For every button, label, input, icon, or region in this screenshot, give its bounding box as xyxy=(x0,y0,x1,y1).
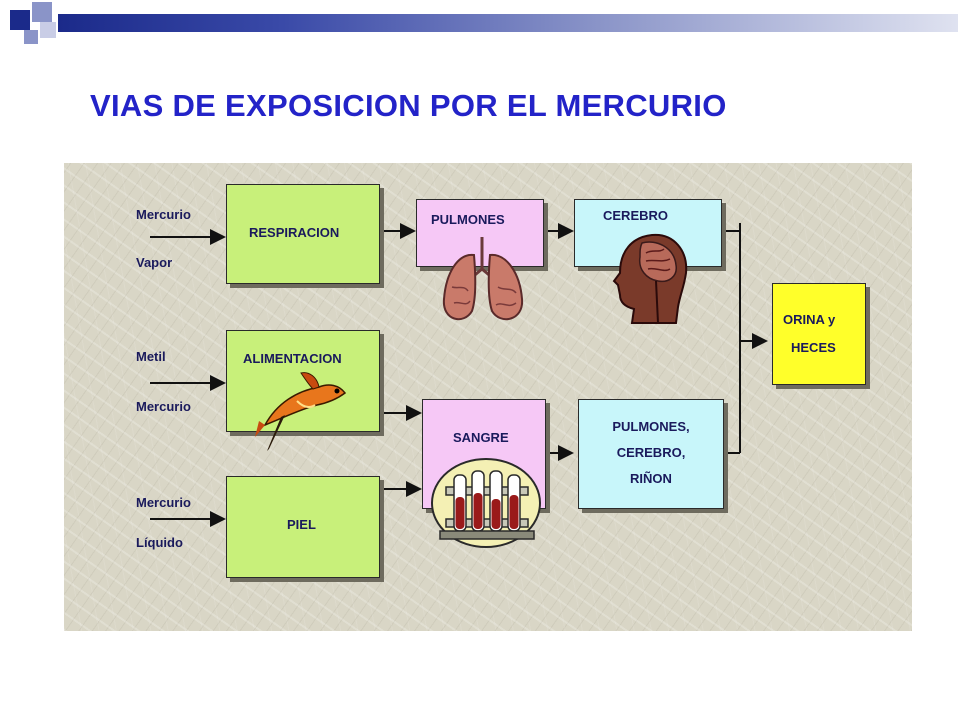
fish-icon xyxy=(255,372,347,451)
corner-square-dark xyxy=(40,22,56,38)
output-box: ORINA y HECES xyxy=(772,283,866,385)
alimentacion-box: ALIMENTACION xyxy=(226,330,380,451)
output-line2: HECES xyxy=(791,340,836,355)
multi-organ-box: PULMONES, CEREBRO, RIÑON xyxy=(578,399,724,509)
header-bar xyxy=(58,14,958,32)
corner-square-small xyxy=(24,30,38,44)
output-line1: ORINA y xyxy=(783,312,836,327)
multi-organ-line3: RIÑON xyxy=(630,471,672,486)
multi-organ-line2: CEREBRO, xyxy=(616,445,686,460)
respiracion-box: RESPIRACION xyxy=(226,184,380,284)
input-label-3a: Mercurio xyxy=(136,495,191,510)
diagram-panel: Mercurio Vapor Metil Mercurio Mercurio L… xyxy=(64,163,912,631)
input-label-1a: Mercurio xyxy=(136,207,191,222)
input-label-1b: Vapor xyxy=(136,255,173,270)
multi-organ-line1: PULMONES, xyxy=(612,419,690,434)
respiracion-label: RESPIRACION xyxy=(249,225,340,240)
head-brain-icon xyxy=(612,233,688,324)
corner-square-large xyxy=(10,10,30,30)
input-label-2b: Mercurio xyxy=(136,399,191,414)
connector-cerebro-out xyxy=(724,225,741,232)
test-tubes-icon xyxy=(431,458,541,548)
input-label-3b: Líquido xyxy=(136,535,183,550)
flow-arrows xyxy=(150,223,768,527)
corner-square-light xyxy=(32,2,52,22)
cerebro-label: CEREBRO xyxy=(603,208,669,223)
alimentacion-label: ALIMENTACION xyxy=(243,351,342,366)
piel-box: PIEL xyxy=(226,476,380,578)
page-title: VIAS DE EXPOSICION POR EL MERCURIO xyxy=(90,88,727,123)
pulmones-label: PULMONES xyxy=(431,212,505,227)
pulmones-box: PULMONES xyxy=(416,199,544,267)
piel-label: PIEL xyxy=(287,517,316,532)
input-label-2a: Metil xyxy=(136,349,166,364)
lungs-icon xyxy=(442,237,524,321)
sangre-label: SANGRE xyxy=(453,430,509,445)
